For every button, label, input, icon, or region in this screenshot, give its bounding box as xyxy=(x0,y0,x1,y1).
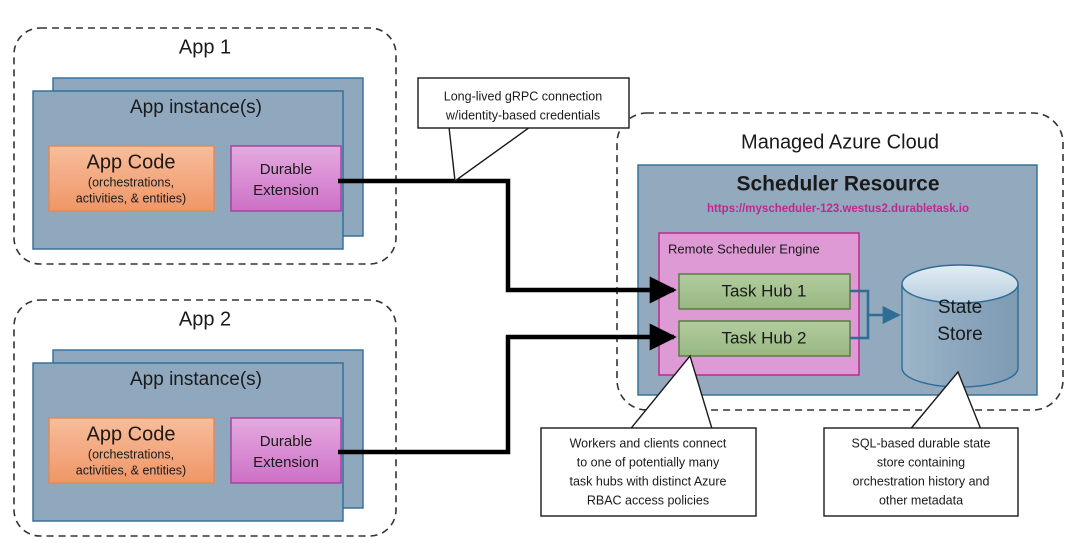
app-group-1-title: App 1 xyxy=(179,36,231,58)
app-code-box-1 xyxy=(48,145,215,212)
app-instance-label-2: App instance(s) xyxy=(130,369,262,390)
grpc-callout: Long-lived gRPC connection w/identity-ba… xyxy=(417,77,630,183)
app-code-title-1: App Code xyxy=(87,151,176,173)
durable-extension-line1-1: Durable xyxy=(260,161,313,178)
app-instance-label-1: App instance(s) xyxy=(130,97,262,118)
app-code-box-2 xyxy=(48,417,215,484)
connector-app1-to-taskhub1 xyxy=(338,178,677,304)
state-store-top-ellipse xyxy=(901,264,1019,304)
task-hub-2-label: Task Hub 2 xyxy=(721,328,806,347)
app-code-title-2: App Code xyxy=(87,423,176,445)
scheduler-resource-url[interactable]: https://myscheduler-123.westus2.durablet… xyxy=(707,203,969,215)
app-group-2-boundary xyxy=(13,299,397,537)
statestore-callout-line-2: store containing xyxy=(877,455,965,469)
managed-azure-cloud-group: Managed Azure Cloud Scheduler Resource h… xyxy=(616,112,1064,411)
app-code-subtitle-line2-2: activities, & entities) xyxy=(76,463,186,477)
cloud-boundary xyxy=(616,112,1064,411)
app-group-2-title: App 2 xyxy=(179,308,231,330)
taskhub-callout-line-2: to one of potentially many xyxy=(577,455,720,469)
statestore-callout-line-4: other metadata xyxy=(879,493,963,507)
cloud-title: Managed Azure Cloud xyxy=(741,131,939,153)
app-code-subtitle-line1-1: (orchestrations, xyxy=(88,175,174,189)
taskhub-callout-line-4: RBAC access policies xyxy=(587,493,709,507)
remote-scheduler-engine-label: Remote Scheduler Engine xyxy=(668,241,820,256)
taskhub-callout-line-1: Workers and clients connect xyxy=(570,436,727,450)
taskhub-callout: Workers and clients connect to one of po… xyxy=(540,354,757,517)
durable-extension-line1-2: Durable xyxy=(260,433,313,450)
statestore-callout-line-3: orchestration history and xyxy=(853,474,990,488)
taskhub-to-statestore-connector xyxy=(850,289,901,340)
app-group-1-boundary xyxy=(13,27,397,265)
taskhub-callout-line-3: task hubs with distinct Azure xyxy=(569,474,726,488)
state-store-line2: Store xyxy=(937,324,982,345)
task-hub-1-box[interactable] xyxy=(678,273,851,310)
durable-extension-line2-1: Extension xyxy=(253,182,319,199)
app-code-subtitle-line1-2: (orchestrations, xyxy=(88,447,174,461)
grpc-callout-line-1: Long-lived gRPC connection xyxy=(444,89,602,103)
durable-extension-box-2 xyxy=(230,417,342,484)
durable-extension-box-1 xyxy=(230,145,342,212)
grpc-callout-line-2: w/identity-based credentials xyxy=(445,108,600,122)
scheduler-resource-title: Scheduler Resource xyxy=(736,173,939,196)
durable-extension-line2-2: Extension xyxy=(253,454,319,471)
app-group-2: App 2 App instance(s) App Code (orchestr… xyxy=(13,299,397,537)
app-code-subtitle-line2-1: activities, & entities) xyxy=(76,191,186,205)
state-store-line1: State xyxy=(938,297,982,318)
grpc-callout-box xyxy=(417,77,630,129)
state-store-cylinder: State Store xyxy=(901,264,1019,388)
grpc-callout-tail xyxy=(448,126,533,183)
taskhub-callout-box xyxy=(540,427,757,517)
task-hub-1-label: Task Hub 1 xyxy=(721,281,806,300)
grpc-connectors xyxy=(338,178,677,455)
connector-app2-to-taskhub2 xyxy=(338,323,677,455)
statestore-callout-line-1: SQL-based durable state xyxy=(852,436,991,450)
statestore-callout-box xyxy=(823,427,1019,517)
task-hub-2-box[interactable] xyxy=(678,320,851,357)
app-group-1: App 1 App instance(s) App Code (orchestr… xyxy=(13,27,397,265)
statestore-callout: SQL-based durable state store containing… xyxy=(823,370,1019,517)
